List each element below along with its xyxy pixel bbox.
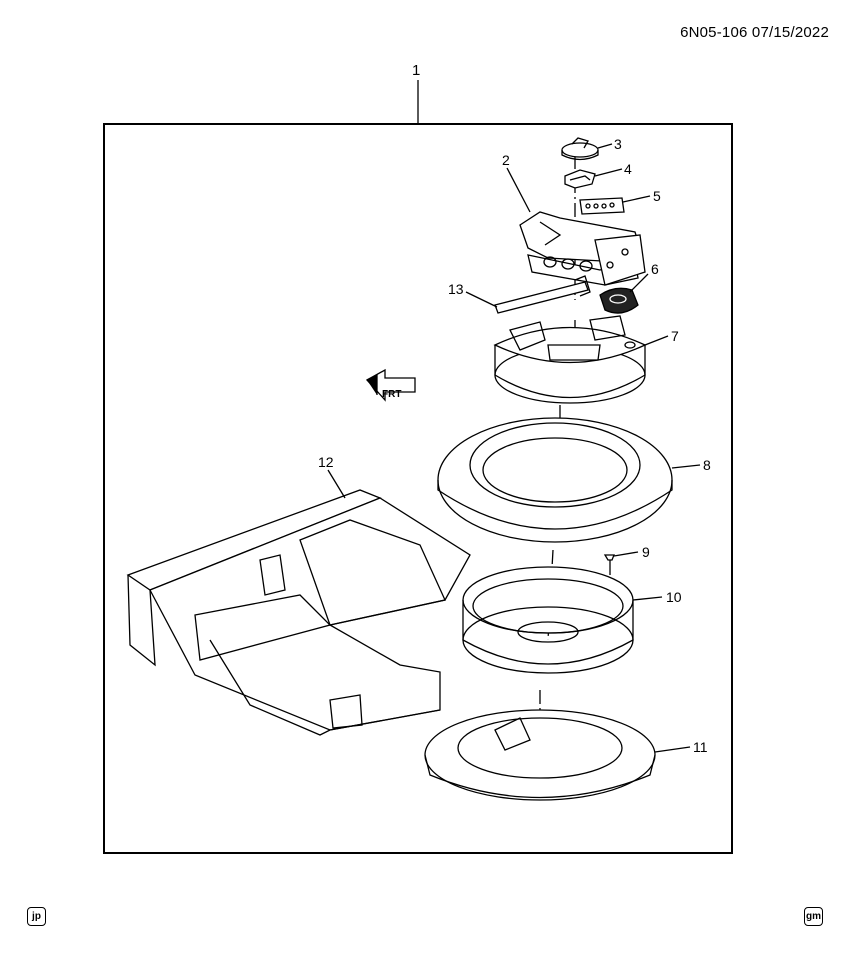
callout-6: 6 bbox=[651, 261, 659, 277]
callout-7: 7 bbox=[671, 328, 679, 344]
part-3-knob bbox=[561, 137, 599, 161]
front-arrow-text: FRT bbox=[382, 389, 401, 400]
callout-8: 8 bbox=[703, 457, 711, 473]
leader-5 bbox=[622, 195, 651, 203]
leader-6 bbox=[629, 273, 649, 293]
callout-2: 2 bbox=[502, 152, 510, 168]
leader-4 bbox=[594, 168, 623, 177]
leader-13 bbox=[465, 291, 498, 308]
callout-4: 4 bbox=[624, 161, 632, 177]
part-9-valve-stem bbox=[603, 554, 615, 575]
part-10-wheel bbox=[462, 566, 634, 674]
gm-badge-icon: gm bbox=[804, 907, 823, 926]
leader-8 bbox=[671, 464, 701, 469]
leader-10 bbox=[632, 596, 663, 601]
callout-5: 5 bbox=[653, 188, 661, 204]
callout-3: 3 bbox=[614, 136, 622, 152]
part-13-handle bbox=[494, 275, 591, 314]
leader-9 bbox=[613, 551, 639, 557]
part-6-cap bbox=[599, 287, 639, 314]
leader-7 bbox=[644, 335, 669, 346]
part-5-label-plate bbox=[579, 197, 625, 215]
drawing-reference: 6N05-106 07/15/2022 bbox=[680, 24, 829, 41]
jp-badge-icon: jp bbox=[27, 907, 46, 926]
leader-2 bbox=[506, 167, 531, 213]
leader-11 bbox=[654, 746, 691, 753]
callout-10: 10 bbox=[666, 589, 682, 605]
callout-9: 9 bbox=[642, 544, 650, 560]
part-4-bracket bbox=[564, 169, 596, 189]
callout-11: 11 bbox=[693, 739, 708, 755]
callout-13: 13 bbox=[448, 281, 464, 297]
part-8-tire bbox=[437, 417, 673, 543]
part-7-foam-holder bbox=[493, 315, 647, 404]
callout-1: 1 bbox=[412, 62, 421, 79]
front-arrow-icon bbox=[365, 368, 416, 402]
leader-3 bbox=[597, 143, 613, 149]
leader-12 bbox=[327, 469, 346, 499]
part-12-storage-tray bbox=[126, 489, 471, 736]
part-11-spacer-ring bbox=[424, 709, 656, 801]
callout-12: 12 bbox=[318, 454, 334, 470]
part-2-jack bbox=[519, 211, 646, 286]
